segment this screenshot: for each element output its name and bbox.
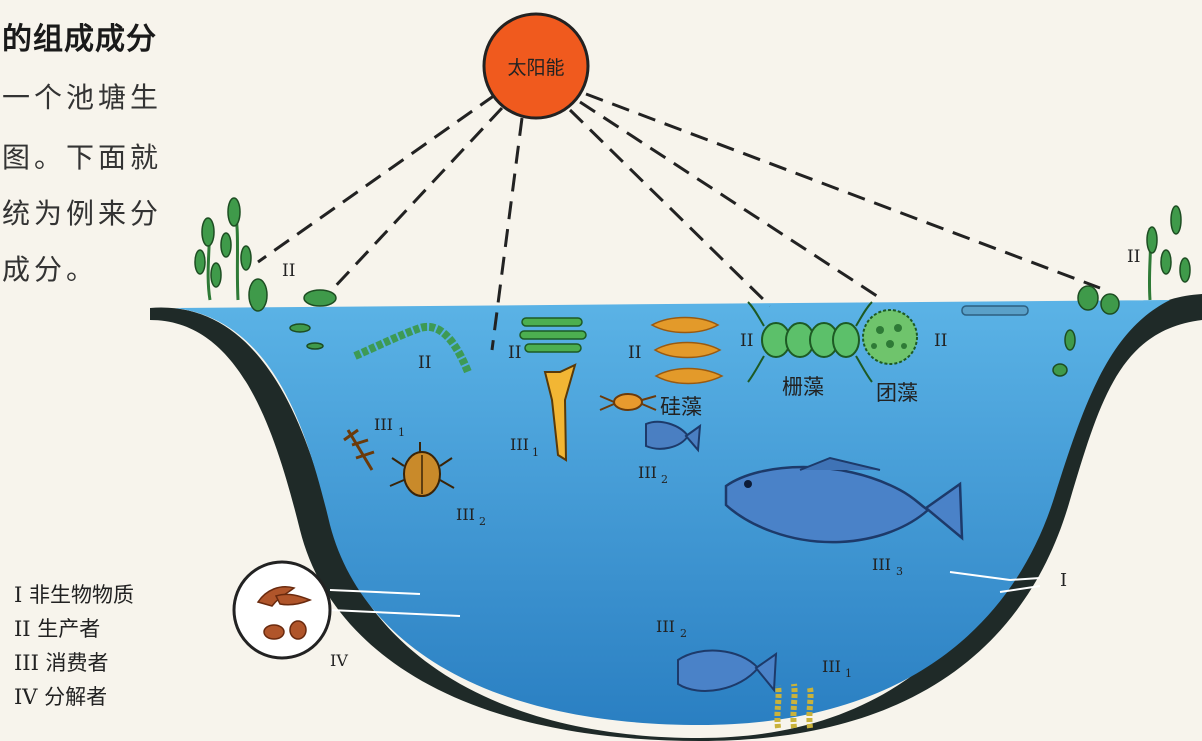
legend: I 非生物物质 II 生产者 III 消费者 IV 分解者 — [14, 578, 134, 714]
label-consumer-beetle: III — [456, 505, 475, 524]
label-consumer-worms-sub: 1 — [845, 667, 852, 680]
label-consumer-nymph-sub: 1 — [398, 426, 405, 439]
label-decomposer: IV — [330, 651, 348, 670]
sun-label: 太阳能 — [507, 57, 564, 79]
diatom-icon — [652, 318, 722, 384]
label-producer-right: II — [1127, 247, 1140, 267]
label-producer-volvox: II — [934, 331, 947, 351]
scenedesmus-label: 栅藻 — [782, 375, 824, 399]
legend-item-producer: II 生产者 — [14, 612, 134, 646]
legend-item-decomposer: IV 分解者 — [14, 680, 134, 714]
volvox-icon — [863, 310, 917, 364]
volvox-label: 团藻 — [876, 381, 918, 405]
label-consumer-larva-sub: 1 — [532, 446, 539, 459]
diatom-label: 硅藻 — [660, 395, 702, 419]
label-consumer-larva: III — [510, 435, 529, 454]
label-consumer-bottomfish: III — [656, 617, 675, 636]
label-consumer-bottomfish-sub: 2 — [680, 627, 687, 640]
label-consumer-beetle-sub: 2 — [479, 515, 486, 528]
green-alga-stack-icon — [520, 318, 586, 352]
label-consumer-nymph: III — [374, 415, 393, 434]
label-producer-scenedesmus: II — [740, 331, 753, 351]
label-consumer-bigfish: III — [872, 555, 891, 574]
legend-item-consumer: III 消费者 — [14, 646, 134, 680]
sun-icon: 太阳能 — [484, 14, 588, 118]
label-consumer-smallfish-sub: 2 — [661, 473, 668, 486]
label-consumer-bigfish-sub: 3 — [896, 565, 903, 578]
label-producer-left: II — [282, 261, 295, 281]
label-producer-filament: II — [418, 353, 431, 373]
label-producer-stack: II — [508, 343, 521, 363]
legend-item-abiotic: I 非生物物质 — [14, 578, 134, 612]
label-consumer-worms: III — [822, 657, 841, 676]
label-abiotic: I — [1060, 570, 1067, 591]
label-producer-diatom: II — [628, 343, 641, 363]
floating-alga-icon — [962, 306, 1028, 315]
label-consumer-smallfish: III — [638, 463, 657, 482]
